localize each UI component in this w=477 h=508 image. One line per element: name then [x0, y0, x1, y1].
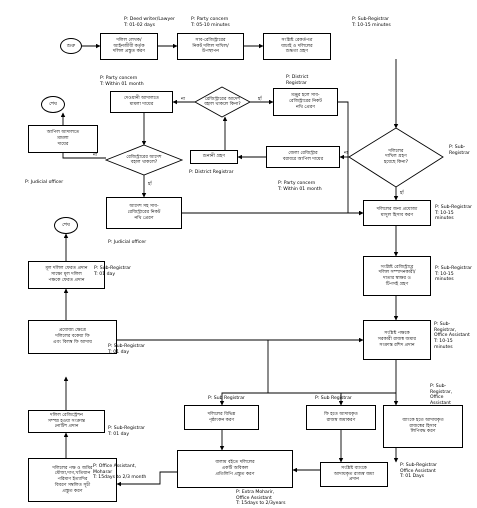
branch-label-d1-no: না: [344, 151, 349, 156]
note-subregistrar-verify: P: Sub-Registrar T: 10-15 minutes: [352, 17, 391, 28]
branch-label-d3-yes: হাঁ: [148, 182, 152, 187]
bank-deposit-step: সংশ্লিষ্ট ব্যাংকে আদায়কৃত রাজস্ব জমা প্…: [320, 462, 388, 487]
note-district-registrar-mid: P: District Registrar: [189, 170, 234, 175]
decision-order-upheld: রেজিস্ট্রারের আদেশ বহাল থাকলে কিনা?: [204, 96, 241, 108]
branch-label-d2-no: না: [181, 97, 186, 102]
bank-ledger-step: ব্যাংকে হতে আদায়কৃত রাজস্বের হিসাব লিপি…: [383, 405, 463, 448]
note-subregistrar-decision: P: Sub- Registrar: [449, 145, 470, 156]
volume-copy-step: বালাম বইতে দলিলের একটি অবিকল প্রতিলিপি প…: [177, 450, 293, 488]
decision-d3-shape: [104, 144, 184, 176]
order-to-subregistrar-step: আদেশ সহ সাব- রেজিস্ট্রারের নিকট নথি প্রে…: [106, 197, 182, 229]
decision-registrar-order: রেজিস্ট্রারের আদেশ বহাল থাকলে?: [126, 154, 162, 166]
branch-label-d1-yes: হাঁ: [400, 191, 404, 196]
note-index-preparation: P: Office Assistant, Moharar T: 15days t…: [93, 464, 147, 481]
due-fee-collection-step: প্রযোজ্য ক্ষেত্রে দলিলের বকেয়া ফি এবং ব…: [28, 320, 117, 354]
note-judicial-officer-left: P: Judicial officer: [25, 180, 64, 185]
note-bank-ledger: P: Sub- Registrar, Office Assistant: [430, 384, 453, 407]
note-volume-copy: P: Extra Moharir, Office Assistant T: 15…: [236, 490, 286, 507]
note-party-submit: P: Party concern T: 05-10 minutes: [191, 17, 230, 28]
note-fee-calculation: P: Sub-Registrar T: 10-15 minutes: [435, 205, 472, 222]
note-endorsement: P: Sub Registrar: [208, 396, 245, 401]
fee-calculation-step: দলিলের জন্য প্রযোজ্য মাসুল হিসাব করণ: [363, 200, 431, 226]
decision-d2-shape: [194, 86, 251, 118]
end-terminator-2: শেষ: [54, 217, 78, 234]
note-party-mid: P: Party concern T: Within 01 month: [278, 181, 322, 192]
branch-label-d3-no: না: [93, 153, 98, 158]
index-preparation-step: দলিলের পক্ষ ও জমির মৌজা,দাগ,খতিয়ান পরিম…: [28, 458, 117, 502]
revenue-receipt-step: সংশ্লিষ্ট পক্ষকে সরকারী রাজস্ব জমার সংক্…: [363, 320, 431, 360]
note-party-top: P: Party concern T: Within 01 month: [100, 76, 144, 87]
district-appeal-step: জেলা রেজিস্ট্রার বরাবরে আপিল দায়ের: [266, 146, 340, 168]
signature-thumbprint-step: সংশ্লিষ্ট রেজিস্ট্রারে দলিল সম্পাদনকারী/…: [363, 256, 431, 296]
revenue-deposit-step: ফি হতে আদায়কৃত রাজস্ব জমাকরণ: [306, 405, 376, 430]
decision-d1-shape: [348, 127, 444, 188]
verify-records-step: সংশ্লিষ্ট রেকর্ডপত্র যাচাই ও দলিলের শুদ্…: [263, 33, 331, 60]
page-endorsement-step: দলিলের বিভিন্ন পৃষ্ঠাংকন করণ: [184, 405, 259, 430]
branch-label-d2-yes: হাঁ: [258, 97, 262, 102]
civil-suit-step: দেওয়ানী আদালতে মামলা দায়ের: [110, 91, 173, 113]
note-registration-notice: P: Sub-Registrar T: 01 day: [108, 426, 145, 437]
note-return-deed: P: Sub-Registrar T: 01 day: [94, 266, 131, 277]
note-district-registrar-top: P: District Registrar: [286, 75, 309, 86]
note-judicial-officer-mid: P: Judicial officer: [108, 240, 147, 245]
end-terminator-1: শেষ: [41, 96, 65, 113]
send-file-subregistrar-step: মঞ্জুর হলে সাব- রেজিস্ট্রারের নিকট নথি প…: [273, 88, 338, 116]
note-bank-deposit: P: Sub-Registrar Office Assistant T: 01 …: [400, 463, 437, 480]
note-signature: P: Sub-Registrar T: 10-15 minutes: [435, 266, 472, 283]
note-due-fee: P: Sub-Registrar T: 01 day: [108, 344, 145, 355]
decision-deed-accepted: দলিলের দাখিল গ্রহণ হয়েছে কিনা?: [383, 148, 409, 165]
start-terminator: শুরু: [60, 38, 82, 54]
registration-notice-step: দলিল রেজিস্ট্রেশন সম্পন্ন হওয়া সংক্রান্…: [28, 410, 105, 433]
note-deed-writer: P: Deed writer/Lawyer T: 01-02 days: [124, 17, 175, 28]
hearing-step: শুনানী গ্রহণ: [190, 150, 238, 164]
appeal-court-step: আপিল আদালতে মামলা দায়ের: [28, 125, 98, 153]
submit-deed-step: সাব-রেজিস্ট্রারের নিকট দলিল দাখিল/ উপস্থ…: [177, 33, 244, 60]
return-original-deed-step: মূল দলিল ফেরত প্রদান সাক্ষ্যে মূল দলিল প…: [28, 261, 105, 289]
note-revenue-receipt: P: Sub- Registrar, Office Assistant T: 1…: [434, 322, 470, 350]
prepare-deed-step: দলিল লেখক/ আইনজীবী কর্তৃক দলিল প্রস্তুত …: [100, 33, 158, 60]
connector-n17-n18: [116, 471, 177, 487]
note-revenue-deposit: P: Sub Registrar: [315, 396, 352, 401]
